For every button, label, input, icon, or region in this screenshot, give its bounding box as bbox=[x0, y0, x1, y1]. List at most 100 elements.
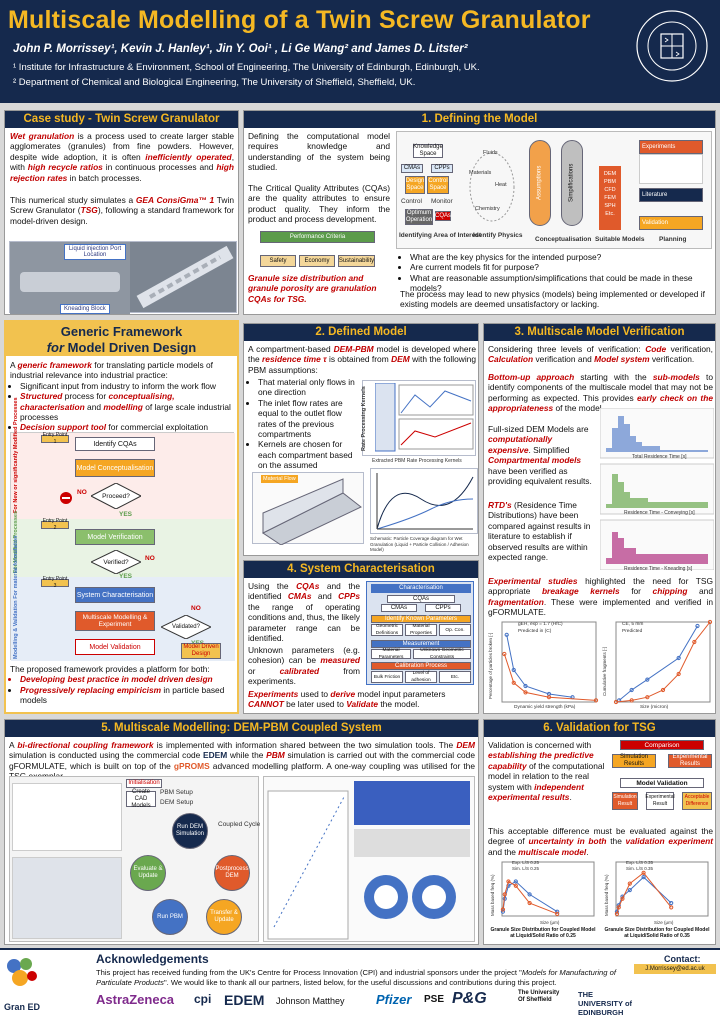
plan-literature: Literature bbox=[639, 188, 703, 202]
syschar-text-1: Using the CQAs and the identified CMAs a… bbox=[248, 581, 360, 644]
physics-chemistry: Chemistry bbox=[475, 206, 500, 212]
contact-heading: Contact: bbox=[664, 954, 701, 964]
gsd2-legend-sim: Sim. L/S 0.35 bbox=[626, 866, 654, 871]
data-point bbox=[506, 879, 511, 884]
side-label-3: Modelling & Validation For material form… bbox=[13, 535, 19, 659]
control-space-box: Control Space bbox=[427, 176, 449, 194]
data-point bbox=[593, 698, 599, 703]
criteria-economy: Economy bbox=[299, 255, 335, 267]
measurement-label: Measurement bbox=[371, 640, 471, 648]
stop-icon bbox=[60, 492, 72, 504]
multiscale-modelling-panel: 5. Multiscale Modelling: DEM-PBM Coupled… bbox=[4, 719, 479, 945]
characterisation-diagram: Characterisation CQAs CMAs CPPs Identify… bbox=[366, 581, 474, 685]
coverage-caption: Schematic: Particle Coverage diagram for… bbox=[370, 536, 469, 552]
identify-known-params: Identify Known Parameters bbox=[371, 615, 471, 623]
hist-2-xlabel: Residence Time - Conveying [s] bbox=[624, 510, 695, 516]
acknowledgements-heading: Acknowledgements bbox=[96, 952, 209, 966]
multiscale-modelling-box: Multiscale Modelling & Experiment bbox=[75, 611, 155, 631]
data-point bbox=[645, 695, 650, 700]
defining-text-1: Defining the computational model require… bbox=[248, 131, 390, 173]
chart2-legend-d: Predicted bbox=[622, 629, 643, 634]
chart-frame bbox=[501, 621, 597, 703]
physics-heat: Heat bbox=[495, 182, 507, 188]
data-point bbox=[660, 687, 666, 693]
contact-email[interactable]: J.Morrissey@ed.ac.uk bbox=[634, 964, 716, 974]
syschar-text-3: Experiments used to derive model input p… bbox=[248, 689, 446, 710]
data-point bbox=[676, 671, 681, 677]
gran-ed-logo bbox=[7, 958, 37, 986]
verified-no-label: NO bbox=[145, 555, 155, 562]
gsd1-caption: Granule Size Distribution for Coupled Mo… bbox=[490, 927, 596, 939]
gsd1-xlabel: Size (μm) bbox=[540, 920, 560, 925]
data-point bbox=[546, 695, 552, 700]
planning-label: Planning bbox=[659, 236, 687, 243]
system-characterisation-panel: 4. System Characterisation Using the CQA… bbox=[243, 560, 479, 714]
validation-text-1: Validation is concerned with establishin… bbox=[488, 740, 605, 803]
compartment-model-render: Material Flow bbox=[252, 472, 364, 546]
verification-text-3: Full-sized DEM Models are computationall… bbox=[488, 424, 592, 487]
data-point bbox=[629, 687, 634, 693]
identify-area-label: Identifying Area of Interest bbox=[399, 232, 482, 239]
physics-ring bbox=[469, 152, 515, 222]
defining-text-3: Granule size distribution and granule po… bbox=[248, 273, 377, 304]
data-point bbox=[500, 909, 506, 914]
data-point bbox=[513, 883, 518, 888]
defined-model-text: A compartment-based DEM-PBM model is dev… bbox=[248, 344, 476, 375]
verification-heading: 3. Multiscale Model Verification bbox=[484, 324, 715, 341]
run-dem-node: Run DEM Simulation bbox=[172, 813, 208, 849]
material-parameters: Material Parameters bbox=[371, 648, 411, 660]
gsd-chart-035 bbox=[614, 861, 709, 917]
transfer-update-node: Transfer & Update bbox=[206, 899, 242, 935]
verification-text-1: Considering three levels of verification… bbox=[488, 344, 714, 365]
data-point bbox=[555, 911, 560, 916]
verification-text-2: Bottom-up approach starting with the sub… bbox=[488, 372, 713, 414]
suitable-models-label: Suitable Models bbox=[595, 236, 645, 243]
data-point bbox=[527, 892, 532, 897]
data-point bbox=[620, 896, 625, 901]
hist-1-xlabel: Total Residence Time [s] bbox=[632, 454, 687, 460]
affiliation-1: ¹ Institute for Infrastructure & Environ… bbox=[13, 62, 480, 73]
defining-questions: What are the key physics for the intende… bbox=[400, 252, 712, 294]
system-characterisation-box: System Characterisation bbox=[75, 587, 155, 603]
gsd1-legend-exp: Exp. L/S 0.25 bbox=[512, 860, 540, 865]
dem-screenshot bbox=[12, 857, 122, 939]
data-point bbox=[669, 900, 674, 906]
acknowledgements-section: Gran ED Acknowledgements This project ha… bbox=[0, 948, 720, 1018]
unknown-constraints: Unknown Geometric Constraints bbox=[413, 648, 471, 660]
data-point bbox=[695, 623, 700, 629]
etc-box: Etc. bbox=[439, 671, 471, 683]
gsd2-xlabel: Size (μm) bbox=[654, 920, 674, 925]
char-cpps: CPPs bbox=[425, 604, 461, 612]
histogram-2 bbox=[600, 463, 714, 515]
chart2-xlabel: Size (micron) bbox=[640, 705, 669, 710]
bulk-friction: Bulk Friction bbox=[371, 671, 403, 683]
data-point bbox=[504, 632, 509, 637]
question-1: What are the key physics for the intende… bbox=[410, 252, 712, 262]
simplifications-box: Simplifications bbox=[561, 140, 583, 226]
data-point bbox=[613, 699, 619, 705]
data-point bbox=[627, 887, 632, 893]
rate-kernels-title: Rate Processing Kernels bbox=[361, 386, 367, 451]
data-point bbox=[502, 651, 507, 657]
astrazeneca-logo: AstraZeneca bbox=[96, 992, 175, 1007]
series-line-1 bbox=[503, 653, 597, 701]
edinburgh-logo: THE UNIVERSITY of EDINBURGH bbox=[578, 990, 633, 1017]
data-point bbox=[523, 690, 528, 695]
coupling-cycle-diagram: Initialisation Create CAD Models PBM Set… bbox=[9, 776, 260, 942]
chart1-xlabel: Dynamic yield strength (kPa) bbox=[514, 705, 576, 710]
series-line-0 bbox=[506, 634, 573, 698]
data-point bbox=[676, 655, 681, 661]
granulator-photo: Liquid injection Port Location Kneading … bbox=[9, 241, 237, 314]
defining-text-4: The process may lead to new physics (mod… bbox=[400, 289, 705, 310]
characterisation-title: Characterisation bbox=[371, 584, 471, 593]
data-point bbox=[669, 905, 674, 910]
level-of-adhesion: Level of adhesion bbox=[405, 671, 437, 683]
generic-intro: A generic framework for translating part… bbox=[10, 360, 234, 433]
operating-conditions: Op. Con. bbox=[439, 624, 471, 636]
rate-kernels-caption: Extracted PBM Rate Processing Kernels bbox=[372, 458, 462, 464]
model-driven-design-box: Model Driven Design bbox=[181, 643, 221, 659]
breakage-chart-1 bbox=[501, 621, 599, 703]
data-point bbox=[500, 907, 506, 912]
evaluate-update-node: Evaluate & Update bbox=[130, 855, 166, 891]
chart-frame bbox=[501, 861, 595, 917]
